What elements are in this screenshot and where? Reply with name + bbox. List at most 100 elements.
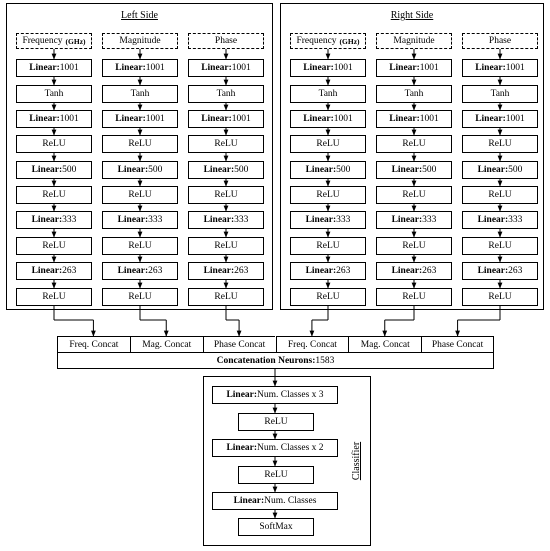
linear-label: Linear: <box>303 114 334 124</box>
left-input-magnitude: Magnitude <box>102 33 178 49</box>
linear-label: Linear: <box>475 63 506 73</box>
concat-cell-0: Freq. Concat <box>57 336 130 353</box>
input-label: Frequency <box>22 36 63 46</box>
right-col0-act-3: ReLU <box>290 135 366 153</box>
input-label: Phase <box>488 36 512 46</box>
input-label: Frequency <box>296 36 337 46</box>
linear-label: Linear: <box>201 114 232 124</box>
linear-units: 333 <box>422 215 437 225</box>
right-input-phase: Phase <box>462 33 538 49</box>
linear-units: 333 <box>234 215 249 225</box>
linear-label: Linear: <box>203 266 235 276</box>
concat-cell-3: Freq. Concat <box>275 336 349 353</box>
left-col1-act-3: ReLU <box>102 135 178 153</box>
right-col2-act-7: ReLU <box>462 237 538 255</box>
right-col0-linear-8: Linear: 263 <box>290 262 366 280</box>
linear-units: 1001 <box>419 114 439 124</box>
classifier-act-5: SoftMax <box>238 518 314 536</box>
linear-units: 500 <box>336 165 351 175</box>
linear-units: 500 <box>234 165 249 175</box>
linear-units: 333 <box>148 215 163 225</box>
linear-label: Linear: <box>29 114 60 124</box>
right-col1-linear-4: Linear: 500 <box>376 161 452 179</box>
linear-label: Linear: <box>305 165 337 175</box>
left-col0-act-7: ReLU <box>16 237 92 255</box>
left-input-phase: Phase <box>188 33 264 49</box>
concat-neurons-box: Concatenation Neurons: 1583 <box>57 352 494 369</box>
linear-label: Linear: <box>305 215 337 225</box>
linear-label: Linear: <box>391 215 423 225</box>
left-col0-linear-0: Linear: 1001 <box>16 59 92 77</box>
linear-units: 500 <box>422 165 437 175</box>
right-col2-act-9: ReLU <box>462 288 538 306</box>
left-col1-act-5: ReLU <box>102 186 178 204</box>
linear-label: Linear: <box>31 165 63 175</box>
right-col1-linear-0: Linear: 1001 <box>376 59 452 77</box>
linear-units: 263 <box>336 266 351 276</box>
classifier-title: Classifier <box>351 441 362 481</box>
linear-label: Linear: <box>389 114 420 124</box>
left-col1-linear-6: Linear: 333 <box>102 211 178 229</box>
linear-units: 500 <box>62 165 77 175</box>
right-col2-act-5: ReLU <box>462 186 538 204</box>
right-side-panel <box>280 3 544 310</box>
left-col1-linear-2: Linear: 1001 <box>102 110 178 128</box>
left-col2-act-1: Tanh <box>188 85 264 103</box>
concat-cell-2: Phase Concat <box>202 336 276 353</box>
right-input-frequency: Frequency(GHz) <box>290 33 366 49</box>
linear-label: Linear: <box>233 496 265 506</box>
left-col0-linear-2: Linear: 1001 <box>16 110 92 128</box>
right-col1-linear-6: Linear: 333 <box>376 211 452 229</box>
linear-label: Linear: <box>226 390 258 400</box>
left-col2-act-9: ReLU <box>188 288 264 306</box>
linear-label: Linear: <box>303 63 334 73</box>
linear-label: Linear: <box>389 63 420 73</box>
concat-cell-4: Mag. Concat <box>348 336 422 353</box>
right-col2-linear-0: Linear: 1001 <box>462 59 538 77</box>
freq-unit: (GHz) <box>65 36 86 46</box>
right-col0-linear-0: Linear: 1001 <box>290 59 366 77</box>
input-label: Magnitude <box>393 36 435 46</box>
linear-units: 263 <box>508 266 523 276</box>
right-input-magnitude: Magnitude <box>376 33 452 49</box>
left-col2-linear-4: Linear: 500 <box>188 161 264 179</box>
right-col2-linear-6: Linear: 333 <box>462 211 538 229</box>
left-side-title: Left Side <box>121 10 158 21</box>
left-col0-linear-8: Linear: 263 <box>16 262 92 280</box>
linear-units: 263 <box>422 266 437 276</box>
linear-label: Linear: <box>477 266 509 276</box>
left-col1-linear-8: Linear: 263 <box>102 262 178 280</box>
linear-units: 333 <box>336 215 351 225</box>
linear-label: Linear: <box>203 215 235 225</box>
right-col2-linear-2: Linear: 1001 <box>462 110 538 128</box>
classifier-linear-2: Linear: Num. Classes x 2 <box>212 439 338 457</box>
freq-unit: (GHz) <box>339 36 360 46</box>
linear-units: 500 <box>148 165 163 175</box>
linear-units: Num. Classes x 2 <box>257 443 324 453</box>
right-col0-act-1: Tanh <box>290 85 366 103</box>
linear-units: 1001 <box>333 63 353 73</box>
left-col1-act-7: ReLU <box>102 237 178 255</box>
concat-cell-5: Phase Concat <box>421 336 494 353</box>
linear-units: 1001 <box>145 63 165 73</box>
linear-label: Linear: <box>31 215 63 225</box>
right-col1-act-1: Tanh <box>376 85 452 103</box>
classifier-act-1: ReLU <box>238 413 314 431</box>
linear-label: Linear: <box>391 165 423 175</box>
right-side-title: Right Side <box>390 10 434 21</box>
linear-units: 1001 <box>231 63 251 73</box>
classifier-act-3: ReLU <box>238 466 314 484</box>
right-col1-act-7: ReLU <box>376 237 452 255</box>
classifier-linear-0: Linear: Num. Classes x 3 <box>212 386 338 404</box>
linear-units: 333 <box>508 215 523 225</box>
linear-label: Linear: <box>117 165 149 175</box>
right-col1-act-9: ReLU <box>376 288 452 306</box>
right-col2-linear-4: Linear: 500 <box>462 161 538 179</box>
linear-units: Num. Classes <box>264 496 317 506</box>
classifier-linear-4: Linear: Num. Classes <box>212 492 338 510</box>
concat-cell-1: Mag. Concat <box>129 336 203 353</box>
linear-units: 1001 <box>145 114 165 124</box>
left-col2-linear-6: Linear: 333 <box>188 211 264 229</box>
left-col0-act-1: Tanh <box>16 85 92 103</box>
